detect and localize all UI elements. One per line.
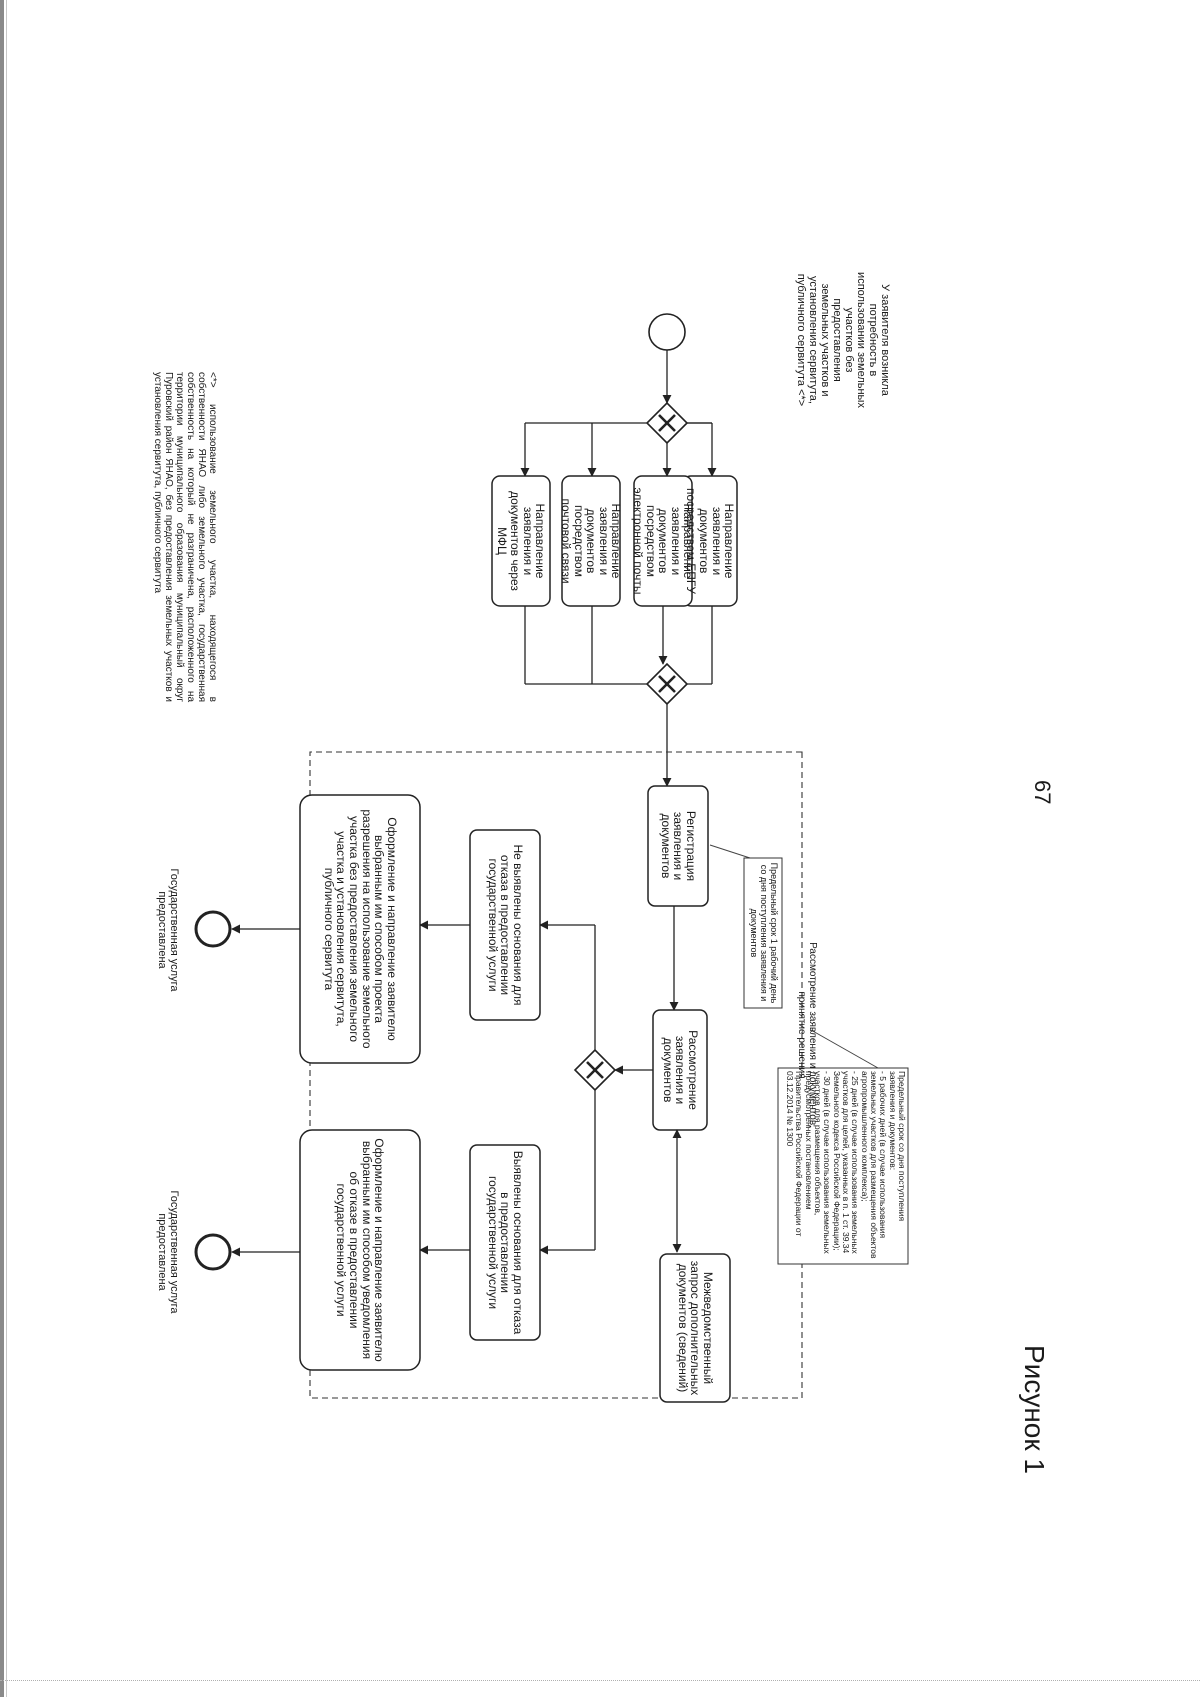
positive-end-event xyxy=(194,910,232,948)
channel-box-mfc xyxy=(491,475,551,607)
negative-action-box xyxy=(299,1129,421,1371)
deadline-note-box xyxy=(777,1067,909,1265)
decision-gateway xyxy=(573,1048,617,1092)
deadline-note-text: Предельный срок со дня поступления заявл… xyxy=(784,1071,907,1259)
registration-box xyxy=(647,785,709,907)
review-label: Рассмотрение заявления и документов xyxy=(660,1030,700,1110)
channel-label-mfc: Направление заявления и документов через… xyxy=(495,491,548,591)
negative-end-event xyxy=(194,1233,232,1271)
page-binding-edge xyxy=(0,0,4,1697)
registration-note-box xyxy=(743,857,783,1009)
negative-condition-box xyxy=(469,1144,541,1341)
footnote-text: <*> использование земельного участка, на… xyxy=(152,372,218,702)
registration-note-text: Предельный срок 1 рабочий день со дня по… xyxy=(749,862,779,1004)
registration-note-leader xyxy=(709,844,751,859)
positive-condition-label: Не выявлены основания для отказа в предо… xyxy=(485,844,525,1006)
negative-action-label: Оформление и направление заявителю выбра… xyxy=(334,1138,387,1362)
negative-condition-label: Выявлены основания для отказа в предоста… xyxy=(485,1150,525,1335)
decision-branches xyxy=(539,920,596,1255)
start-event-label: У заявителя возникла потребность в испол… xyxy=(794,272,892,408)
merge-connectors xyxy=(524,606,713,685)
registration-label: Регистрация заявления и документов xyxy=(658,810,698,882)
interagency-box xyxy=(659,1253,731,1403)
split-gateway xyxy=(645,401,689,445)
channel-label-email: Направление заявления и документов посре… xyxy=(631,487,696,595)
channel-label-post: Направление заявления и документов посре… xyxy=(559,498,624,584)
split-connectors xyxy=(520,422,717,477)
figure-title: Рисунок 1 xyxy=(1019,1345,1050,1474)
negative-end-label: Государственная услуга предоставлена xyxy=(156,1190,181,1314)
page-bottom-edge xyxy=(0,1680,1200,1682)
page-binding-line xyxy=(6,0,7,1697)
page-number: 67 xyxy=(1030,780,1055,805)
review-frame-note-leader xyxy=(810,1029,879,1069)
start-event-circle xyxy=(648,313,686,351)
interagency-label: Межведомственный запрос дополнительных д… xyxy=(675,1260,715,1396)
positive-action-label: Оформление и направление заявителю выбра… xyxy=(321,809,399,1049)
channel-box-post xyxy=(561,475,621,607)
positive-end-label: Государственная услуга предоставлена xyxy=(156,868,181,992)
merge-gateway xyxy=(645,662,689,706)
